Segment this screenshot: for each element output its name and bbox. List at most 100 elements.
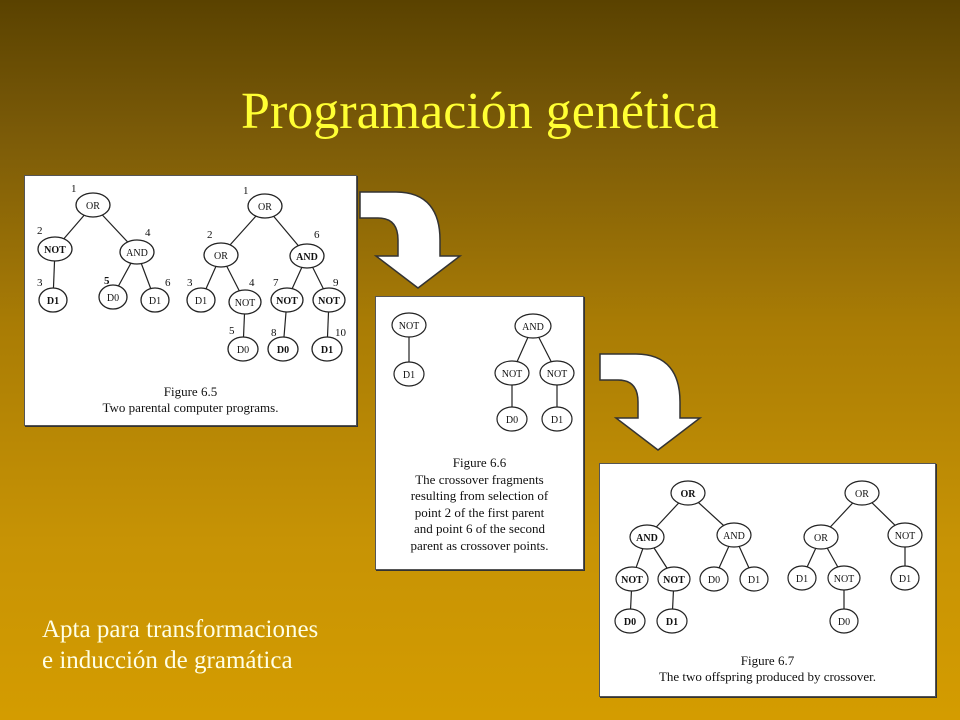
frag-a-node-d1 [393,361,425,387]
node-label: D1 [47,296,59,307]
off-a-node-d0b [614,608,646,634]
off-a-node-not [615,566,649,592]
curved-arrow-icon [359,191,463,289]
node-label: OR [86,201,100,212]
node-index: 8 [271,327,277,339]
off-b-node-or2 [803,524,839,550]
frag-a-node-not [391,312,427,338]
slide-title: Programación genética [241,83,719,140]
off-a-node-not2 [657,566,691,592]
node-label: OR [855,489,869,500]
node-label: D0 [107,293,119,304]
node-index: 9 [333,277,339,289]
figure-6-6-caption: Figure 6.6 The crossover fragments resul… [376,455,583,554]
node-label: NOT [235,298,256,309]
node-label: D1 [748,575,760,586]
node-label: D0 [237,345,249,356]
tree-b-node-d1b [311,336,343,362]
node-label: D0 [838,617,850,628]
tree-b-node-not2 [270,287,304,313]
off-b-node-d1 [787,565,817,591]
figure-6-7-trees: OR AND AND NOT NOT D0 D1 D0 D1 OR OR NOT… [614,480,923,634]
node-label: AND [296,252,318,263]
caption-line: Figure 6.6 [452,455,507,470]
caption-line: Two parental computer programs. [102,400,279,415]
off-b-node-d1b [890,565,920,591]
node-label: D0 [624,617,636,628]
tree-a-node-or [75,192,111,218]
tree-a-node-not [37,236,73,262]
node-index: 5 [229,325,235,337]
node-label: D1 [149,296,161,307]
caption-line: The two offspring produced by crossover. [658,669,877,684]
node-label: NOT [834,574,855,585]
figure-6-7-caption: Figure 6.7 The two offspring produced by… [600,653,935,685]
frag-b-node-not2 [539,360,575,386]
node-label: NOT [44,245,66,256]
node-index: 1 [243,185,249,197]
slide-subtitle: Apta para transformaciones e inducción d… [42,614,318,676]
node-label: D0 [277,345,289,356]
node-label: D1 [899,574,911,585]
node-label: D1 [321,345,333,356]
caption-line: and point 6 of the second [413,521,546,536]
figure-6-5-trees: OR NOT AND D1 D0 D1 OR OR AND D1 NOT NOT… [37,183,347,362]
node-label: OR [681,489,697,500]
node-label: OR [814,533,828,544]
node-label: NOT [399,321,420,332]
frag-b-node-d1 [541,406,573,432]
off-b-node-not2 [827,565,861,591]
node-label: AND [636,533,658,544]
off-a-node-d0 [699,566,729,592]
node-label: OR [258,202,272,213]
node-index: 4 [145,227,151,239]
node-index: 2 [37,225,43,237]
node-label: D1 [195,296,207,307]
node-index: 10 [335,327,347,339]
caption-line: resulting from selection of [410,488,549,503]
tree-b-node-and [289,243,325,269]
figure-6-7-panel: OR AND AND NOT NOT D0 D1 D0 D1 OR OR NOT… [599,463,936,697]
tree-a-node-d1b [140,287,170,313]
tree-b-node-d0 [227,336,259,362]
off-a-node-d1b [656,608,688,634]
figure-6-6-panel: NOT D1 AND NOT NOT D0 D1 Figure 6.6 The … [375,296,584,570]
caption-line: point 2 of the first parent [414,504,545,520]
caption-line: parent as crossover points. [410,537,549,553]
figure-6-5-panel: OR NOT AND D1 D0 D1 OR OR AND D1 NOT NOT… [24,175,357,426]
off-b-node-not [887,522,923,548]
off-b-node-d0 [829,608,859,634]
tree-b-node-not3 [312,287,346,313]
node-label: AND [723,531,745,542]
off-b-node-or [844,480,880,506]
tree-a-node-d0 [98,284,128,310]
caption-line: The crossover fragments [415,471,544,487]
off-a-node-or [670,480,706,506]
node-label: OR [214,251,228,262]
frag-b-node-d0 [496,406,528,432]
node-label: NOT [276,296,298,307]
node-label: D0 [708,575,720,586]
off-a-node-and [629,524,665,550]
figure-6-5-caption: Figure 6.5 Two parental computer program… [25,384,356,416]
off-a-node-d1 [739,566,769,592]
node-index: 4 [249,277,255,289]
node-label: NOT [621,575,643,586]
figure-6-6-trees: NOT D1 AND NOT NOT D0 D1 [391,312,575,432]
node-index: 6 [314,229,320,241]
frag-b-node-not [494,360,530,386]
node-label: NOT [895,531,916,542]
tree-a-node-and [119,239,155,265]
node-label: D1 [666,617,678,628]
frag-b-node-and [514,313,552,339]
node-index: 2 [207,229,213,241]
off-a-node-and2 [716,522,752,548]
node-index: 3 [37,277,43,289]
node-label: D1 [551,415,563,426]
node-index: 3 [187,277,193,289]
subtitle-line: Apta para transformaciones [42,616,319,643]
caption-line: Figure 6.7 [740,653,795,668]
node-label: NOT [663,575,685,586]
node-label: AND [126,248,148,259]
node-label: D1 [403,370,415,381]
